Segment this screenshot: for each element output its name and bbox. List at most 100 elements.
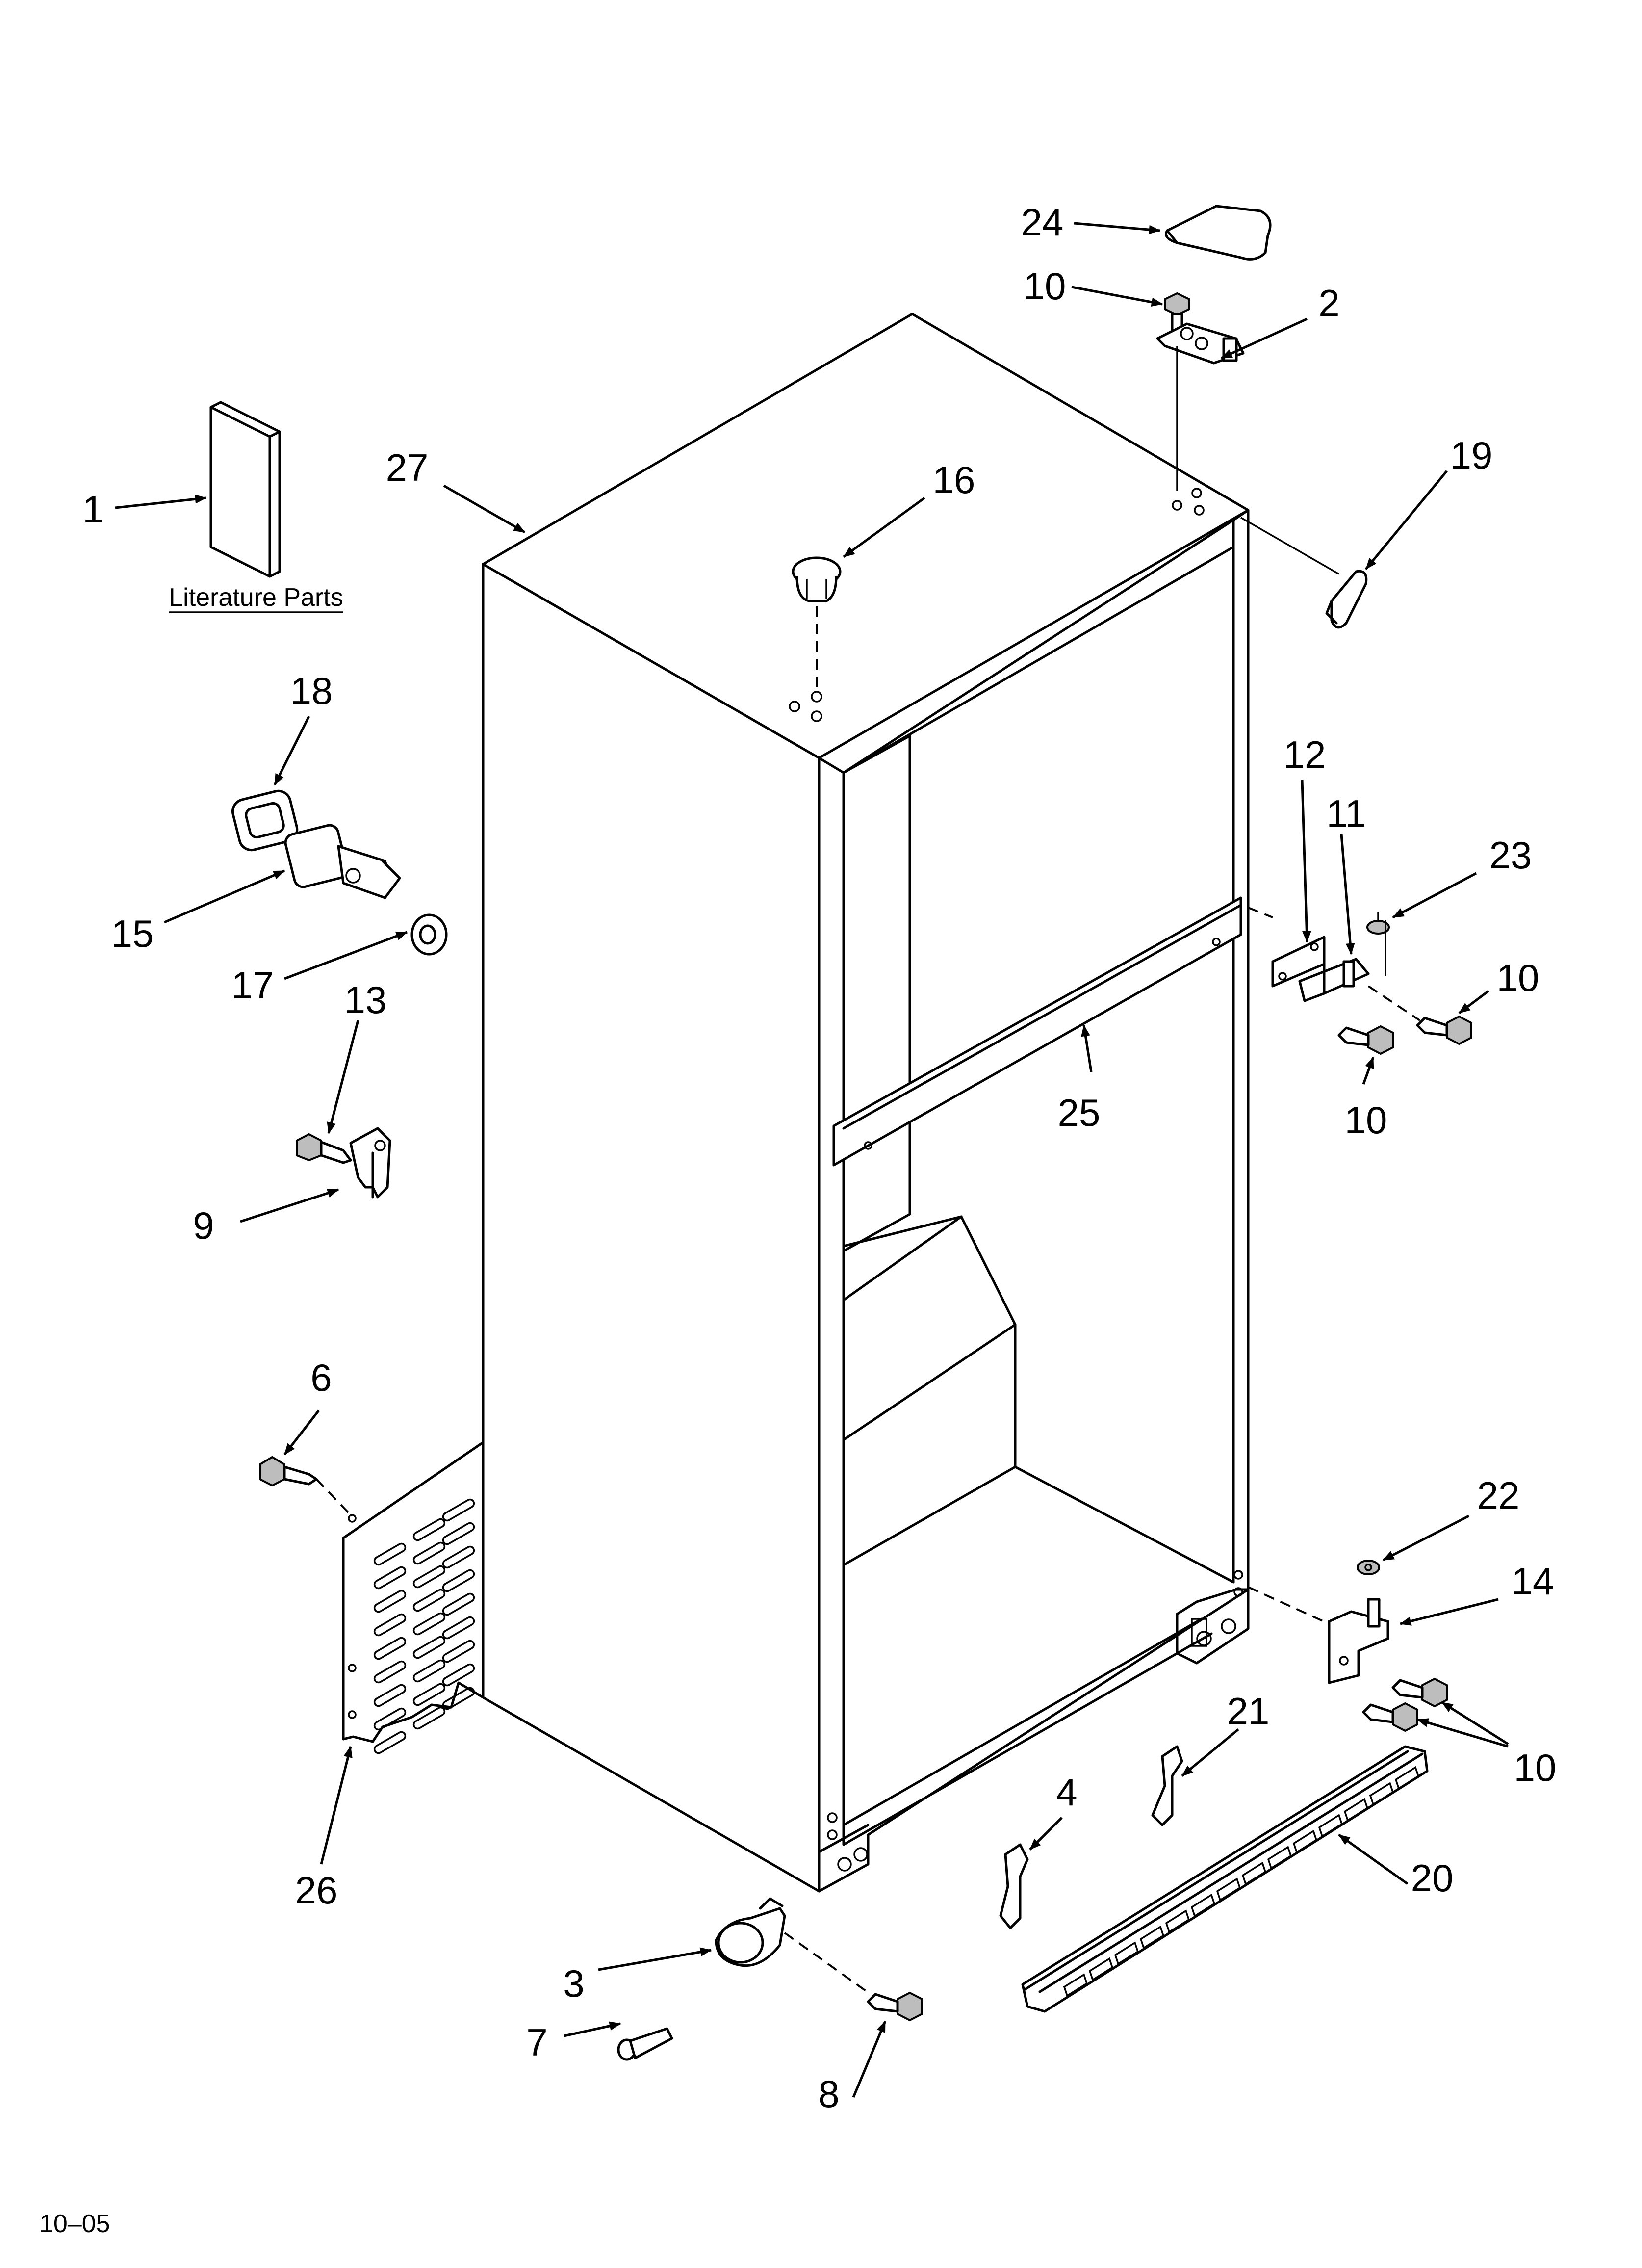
vent-slot	[442, 1545, 475, 1569]
callout-25: 25	[1058, 1091, 1101, 1134]
vent-slot	[373, 1590, 407, 1613]
callout-8: 8	[818, 2072, 839, 2115]
vent-slot	[412, 1659, 446, 1683]
grille-slat	[1190, 1893, 1216, 1918]
callout-3: 3	[563, 1962, 584, 2005]
screw-bottom-hinge-a	[1391, 1677, 1448, 1708]
grille-slat	[1165, 1909, 1190, 1933]
grille-slat	[1292, 1829, 1318, 1854]
screw-center-hinge-right	[1416, 1015, 1472, 1045]
vent-slot	[373, 1613, 407, 1637]
vent-slot	[442, 1640, 475, 1663]
screw-roller	[867, 1991, 923, 2022]
rear-access-cover	[342, 1441, 485, 1754]
grille-slat	[1063, 1973, 1088, 1997]
hinge-pin-cover	[1325, 570, 1368, 629]
vent-slot	[442, 1663, 475, 1687]
screw-door-stop	[296, 1133, 352, 1164]
vent-slot	[373, 1731, 407, 1754]
literature-booklet	[209, 401, 281, 578]
center-hinge	[1298, 958, 1370, 1002]
hinge-dashed-line-b	[1367, 985, 1421, 1021]
callout-15: 15	[111, 912, 154, 955]
callout-18: 18	[290, 669, 333, 712]
screw-bottom-hinge-b	[1362, 1702, 1418, 1732]
nut	[410, 913, 448, 956]
vent-slot	[373, 1637, 407, 1660]
grille-clip-right	[1151, 1745, 1183, 1826]
vent-slot	[373, 1542, 407, 1566]
vent-slot	[373, 1707, 407, 1731]
grille-slat	[1216, 1877, 1241, 1902]
vent-slot	[442, 1498, 475, 1522]
vent-slot	[373, 1684, 407, 1707]
grille-slat	[1241, 1861, 1267, 1886]
toe-grille	[1021, 1745, 1429, 2013]
callout-27: 27	[386, 446, 429, 489]
callout-9: 9	[193, 1204, 214, 1247]
callouts: 1 2 3 4 6 7 8 9 10 10 10 10 11 12 13 14 …	[82, 201, 1556, 2115]
screw-center-hinge-bottom	[1337, 1025, 1394, 1055]
plug-button	[792, 556, 842, 602]
callout-20: 20	[1411, 1856, 1454, 1900]
callout-7: 7	[526, 2021, 547, 2064]
callout-1: 1	[82, 488, 103, 531]
callout-4: 4	[1056, 1771, 1077, 1814]
grille-slat	[1318, 1814, 1343, 1838]
grille-slat	[1114, 1941, 1139, 1965]
callout-2: 2	[1318, 282, 1339, 325]
vent-slot	[442, 1522, 475, 1545]
grille-slat	[1088, 1957, 1114, 1981]
center-hinge-washer	[1366, 912, 1390, 976]
callout-14: 14	[1512, 1560, 1554, 1603]
grommet	[231, 789, 299, 852]
grille-slat	[1369, 1782, 1394, 1806]
grille-slat	[1139, 1925, 1165, 1950]
vent-slot	[412, 1636, 446, 1659]
vent-slot	[412, 1612, 446, 1636]
vent-slot	[442, 1592, 475, 1616]
vent-slot	[412, 1518, 446, 1541]
screw-access-cover	[259, 1456, 318, 1487]
refrigerator-cabinet	[482, 313, 1250, 1893]
front-leveling-roller	[715, 1897, 786, 1967]
screw-6-dashed-line	[315, 1478, 350, 1514]
door-stop-bracket	[349, 1127, 391, 1199]
hinge-cover-top	[1165, 205, 1272, 261]
vent-slot	[373, 1660, 407, 1684]
leveling-cam	[284, 824, 401, 899]
roller-pin	[617, 2027, 673, 2061]
callout-23: 23	[1489, 834, 1532, 877]
grille-slat	[1394, 1766, 1420, 1790]
grille-slat	[1267, 1846, 1292, 1870]
leader-lines	[115, 222, 1509, 2098]
vent-slot	[442, 1569, 475, 1592]
callout-10-center-right: 10	[1497, 956, 1539, 999]
callout-26: 26	[295, 1869, 338, 1912]
bottom-hinge-dashed-line	[1248, 1586, 1330, 1625]
vent-slot	[442, 1616, 475, 1640]
bottom-hinge	[1328, 1598, 1389, 1684]
callout-10-bottom: 10	[1514, 1746, 1557, 1789]
vent-slot	[412, 1541, 446, 1565]
grille-clip-left	[999, 1843, 1029, 1929]
callout-6: 6	[310, 1356, 332, 1399]
callout-10-center-bottom: 10	[1345, 1098, 1387, 1142]
callout-12: 12	[1283, 733, 1326, 776]
cabinet-corner-edge	[1240, 517, 1339, 575]
vent-slot	[412, 1589, 446, 1612]
revision-date: 10–05	[39, 2210, 110, 2238]
vent-slot	[373, 1566, 407, 1590]
vent-slot	[412, 1683, 446, 1706]
roller-dashed-line	[784, 1932, 872, 1995]
grille-slat	[1343, 1798, 1369, 1822]
callout-24: 24	[1021, 201, 1064, 244]
hinge-dashed-line-a	[1248, 907, 1273, 918]
vent-slot	[442, 1687, 475, 1710]
vent-slot	[412, 1706, 446, 1730]
bottom-hinge-washer	[1357, 1560, 1380, 1575]
callout-19: 19	[1450, 434, 1493, 477]
callout-16: 16	[933, 458, 975, 501]
callout-22: 22	[1477, 1474, 1520, 1517]
